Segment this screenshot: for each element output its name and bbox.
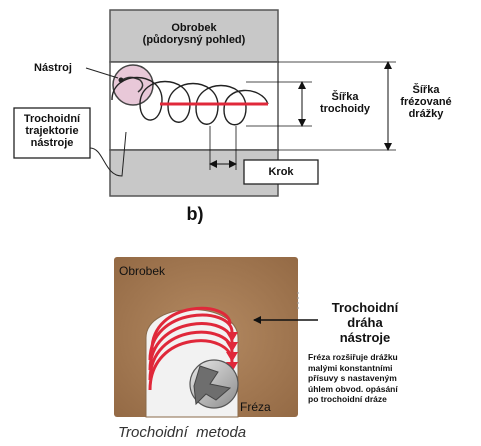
panel-letter: b) <box>186 204 204 224</box>
workpiece-title: Obrobek (půdorysný pohled) <box>142 22 246 46</box>
workpiece-label: Obrobek <box>119 264 166 278</box>
cutter-label: Fréza <box>240 400 271 414</box>
tool-label: Nástroj <box>34 62 72 74</box>
trochoid-width-label: Šířka trochoidy <box>319 91 371 115</box>
trajectory-label-box <box>13 107 91 159</box>
tool-inner-arc <box>119 76 144 93</box>
slot-width-label: Šířka frézované drážky <box>400 84 452 120</box>
method-caption: Trochoidní metoda <box>118 424 247 441</box>
trochoid-path <box>111 76 269 126</box>
top-diagram <box>13 9 396 197</box>
tool-circle <box>112 64 154 106</box>
step-label-box <box>243 159 319 185</box>
method-description: Fréza rozšiřuje drážku malými konstantní… <box>308 352 398 404</box>
bottom-diagram <box>114 257 318 418</box>
path-arrowheads <box>226 332 238 372</box>
path-title: Trochoidní dráha nástroje <box>331 300 399 345</box>
workpiece-top-block <box>109 9 279 63</box>
step-label: Krok <box>268 166 294 178</box>
trajectory-label: Trochoidní trajektorie nástroje <box>23 113 81 149</box>
cutter-tool <box>189 359 239 409</box>
